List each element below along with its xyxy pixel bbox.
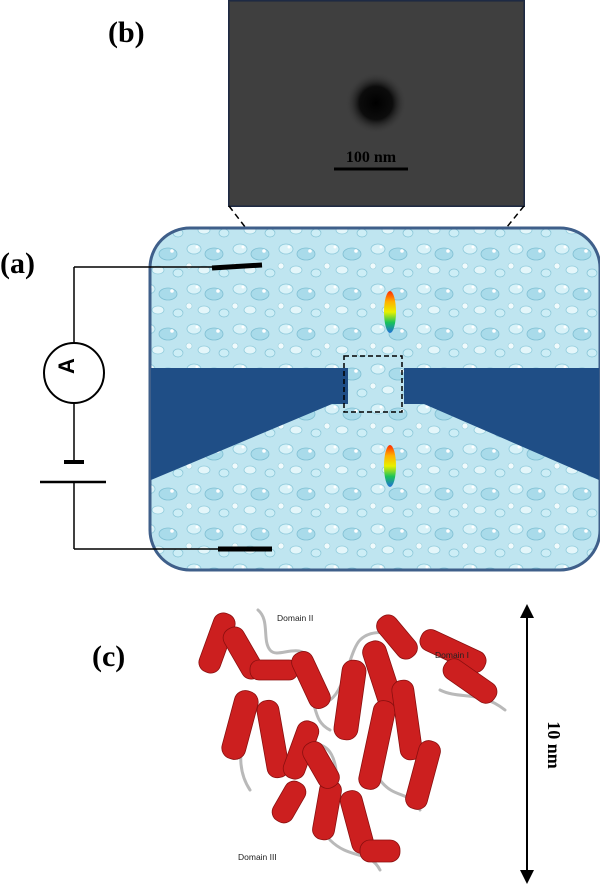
nanopore-dark-spot [346, 73, 406, 133]
domain-1-label: Domain I [435, 650, 469, 660]
size-label: 10 nm [544, 721, 564, 769]
top-electrode [211, 262, 263, 271]
panel-label-a: (a) [0, 247, 35, 280]
protein-structure: Domain II Domain I Domain III [198, 608, 507, 872]
size-arrow [520, 604, 534, 884]
protein-molecule-top [384, 291, 396, 333]
protein-molecule-bottom [384, 445, 396, 487]
panel-label-c: (c) [92, 640, 126, 673]
pore-zoom-box [343, 355, 403, 413]
scale-bar-label: 100 nm [346, 149, 397, 166]
tem-image: 100 nm [228, 0, 525, 207]
membrane-upper-layer [151, 368, 348, 404]
circuit [40, 262, 272, 552]
domain-3-label: Domain III [238, 852, 277, 862]
panel-label-b: (b) [108, 16, 145, 49]
ammeter-label: A [54, 358, 79, 374]
domain-2-label: Domain II [277, 613, 313, 623]
fluid-cell [148, 226, 600, 572]
ammeter-icon [43, 342, 105, 404]
